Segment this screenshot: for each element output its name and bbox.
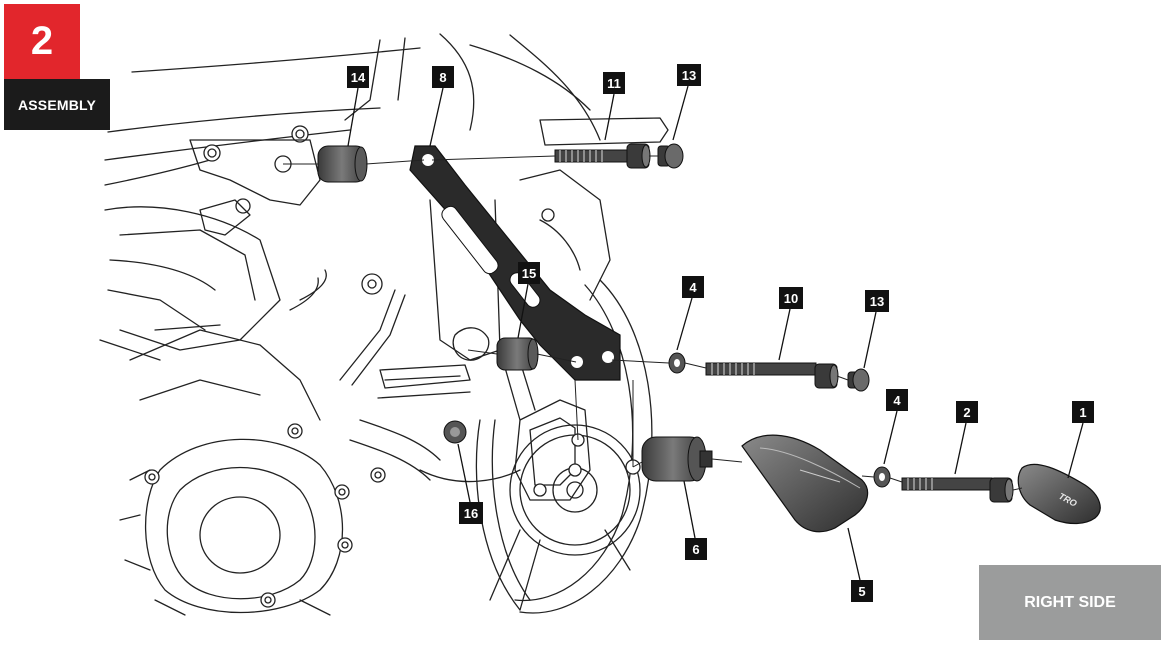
bolt-heads: [144, 125, 386, 608]
spacer-part-6: [641, 436, 713, 482]
callout-16: 16: [459, 502, 483, 524]
callout-1: 1: [1072, 401, 1094, 423]
callout-leader-lines: [347, 85, 1084, 581]
nut-part-16: [443, 420, 467, 444]
motorcycle-frame-lineart: [99, 33, 669, 616]
bolt-part-11: [554, 143, 651, 169]
cap-part-13-mid: [847, 368, 870, 392]
callout-5: 5: [851, 580, 873, 602]
callout-4-lower: 4: [886, 389, 908, 411]
spacer-part-14: [317, 145, 368, 183]
callout-2: 2: [956, 401, 978, 423]
callout-15: 15: [518, 262, 540, 284]
bolt-part-10: [705, 362, 839, 389]
callout-8: 8: [432, 66, 454, 88]
step-header: 2 ASSEMBLY: [4, 4, 110, 130]
cap-part-13-top: [657, 143, 684, 169]
side-badge: RIGHT SIDE: [979, 565, 1161, 640]
slider-part-5: [741, 434, 869, 533]
washer-part-4-upper: [668, 352, 686, 374]
callout-13-top: 13: [677, 64, 701, 86]
callout-6: 6: [685, 538, 707, 560]
callout-11: 11: [603, 72, 625, 94]
step-label: ASSEMBLY: [4, 79, 110, 130]
washer-part-4-lower: [873, 466, 891, 488]
callout-10: 10: [779, 287, 803, 309]
step-number: 2: [4, 4, 80, 79]
bolt-part-2: [901, 477, 1014, 503]
callout-13-mid: 13: [865, 290, 889, 312]
assembly-guide-lines: [283, 155, 1023, 491]
callout-14: 14: [347, 66, 369, 88]
end-cap-part-1: TRO: [1017, 463, 1101, 525]
callout-4-upper: 4: [682, 276, 704, 298]
bracket-part-8: [409, 145, 621, 381]
spacer-part-15: [496, 337, 539, 371]
